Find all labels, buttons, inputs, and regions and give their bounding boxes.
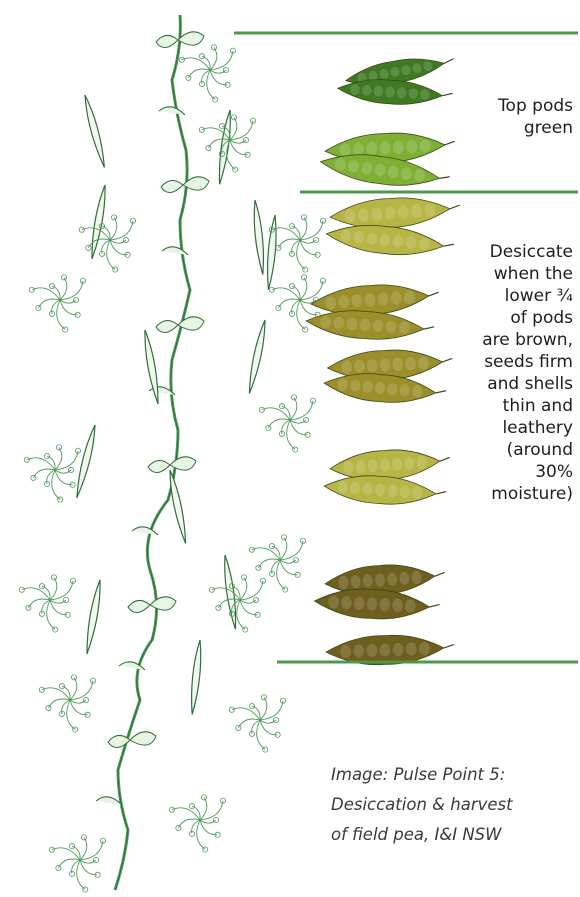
tendril-cluster: [209, 575, 265, 632]
tendril-cluster: [269, 215, 325, 272]
plant-pod: [246, 319, 268, 394]
stipule-leaf: [132, 527, 158, 535]
desiccate-label-line: and shells: [453, 373, 573, 395]
pea-pod-sequence: [305, 51, 461, 667]
top-pods-label: Top pods green: [463, 95, 573, 139]
plant-pod: [84, 579, 104, 654]
tendril-cluster: [24, 445, 80, 502]
tendril-cluster: [179, 45, 235, 102]
plant-pod: [252, 200, 267, 275]
stipule-leaf: [148, 457, 196, 473]
tendril-cluster: [249, 535, 305, 592]
pea-plant-drawing: [19, 15, 325, 892]
desiccate-label-line: seeds firm: [453, 351, 573, 373]
tendril-cluster: [19, 575, 75, 632]
plant-pod: [167, 469, 189, 544]
top-pods-label-line: Top pods: [463, 95, 573, 117]
desiccate-label: Desiccate when the lower ¾ of pods are b…: [453, 241, 573, 505]
stipule-leaf: [159, 107, 185, 115]
plant-pod: [265, 215, 279, 290]
pea-pod: [314, 586, 440, 622]
plant-stem: [115, 15, 190, 890]
desiccate-label-line: leathery: [453, 417, 573, 439]
plant-pod: [222, 555, 239, 630]
caption-line: Desiccation & harvest: [331, 790, 579, 820]
plant-stem-outline: [115, 15, 190, 890]
top-pods-label-line: green: [463, 117, 573, 139]
desiccate-label-line: thin and: [453, 395, 573, 417]
desiccate-label-line: moisture): [453, 483, 573, 505]
tendril-cluster: [39, 675, 95, 732]
plant-pod: [89, 184, 109, 259]
image-caption: Image: Pulse Point 5: Desiccation & harv…: [331, 760, 579, 850]
pea-pod: [305, 307, 435, 343]
stipule-leaf: [96, 797, 122, 805]
desiccate-label-line: of pods: [453, 307, 573, 329]
plant-pod: [82, 94, 108, 168]
desiccate-label-line: Desiccate: [453, 241, 573, 263]
plant-pod: [189, 640, 204, 715]
plant-pod: [73, 424, 98, 498]
pea-pod: [329, 194, 461, 232]
stipule-leaf: [108, 732, 156, 748]
pea-pod: [323, 370, 447, 408]
plant-pod: [216, 110, 233, 185]
desiccate-label-line: 30%: [453, 461, 573, 483]
tendril-cluster: [169, 795, 225, 852]
tendril-cluster: [229, 695, 285, 752]
tendril-cluster: [49, 835, 105, 892]
desiccate-label-line: lower ¾: [453, 285, 573, 307]
desiccate-label-line: are brown,: [453, 329, 573, 351]
caption-line: Image: Pulse Point 5:: [331, 760, 579, 790]
tendril-cluster: [259, 395, 315, 452]
pea-pod: [323, 472, 447, 508]
tendril-cluster: [29, 275, 85, 332]
desiccate-label-line: when the: [453, 263, 573, 285]
stipule-leaf: [162, 247, 188, 255]
plant-pod: [142, 329, 162, 404]
tendril-cluster: [79, 215, 135, 272]
desiccate-label-line: (around: [453, 439, 573, 461]
caption-line: of field pea, I&I NSW: [331, 820, 579, 850]
stipule-leaf: [128, 597, 176, 613]
